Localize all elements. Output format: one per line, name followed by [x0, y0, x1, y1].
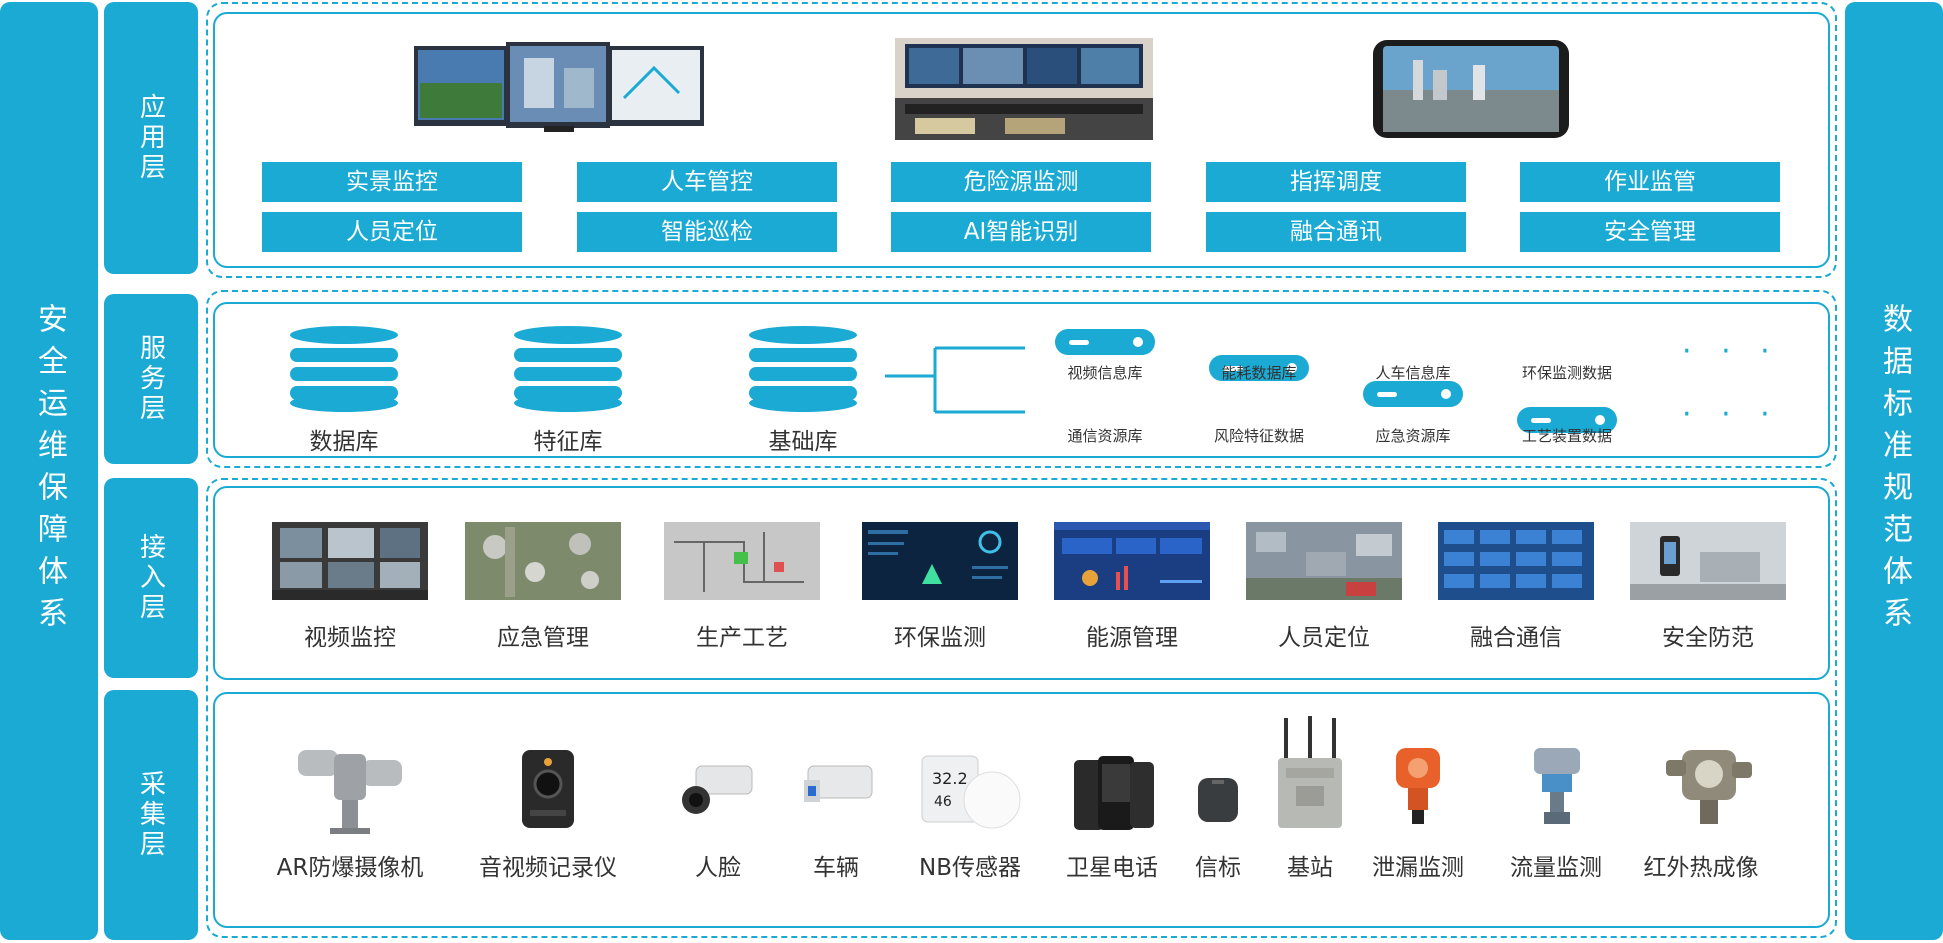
- tablet-image: [1373, 40, 1569, 138]
- feature-db-icon: [512, 325, 624, 413]
- base-station-icon: [1276, 716, 1344, 830]
- leak-detector-icon: [1390, 744, 1446, 826]
- access-security-protection-label: 安全防范: [1608, 618, 1808, 652]
- env-monitor-thumb: [862, 522, 1018, 600]
- access-personnel-location-label: 人员定位: [1224, 618, 1424, 652]
- video-surveillance-thumb: [272, 522, 428, 600]
- safety-ops-system-label: 安全运维保障体系: [27, 303, 71, 639]
- base-db-icon: [747, 325, 859, 413]
- body-recorder-icon: [520, 748, 576, 830]
- layer-tab-service-label: 服务层: [133, 334, 170, 424]
- vehicle-camera-icon: [798, 764, 876, 812]
- security-protection-thumb: [1630, 522, 1786, 600]
- env-monitor-data-label: 环保监测数据: [1492, 362, 1642, 383]
- base-db-label: 基础库: [703, 422, 903, 456]
- layer-tab-app-label: 应用层: [133, 93, 170, 183]
- access-energy-mgmt-label: 能源管理: [1032, 618, 1232, 652]
- ar-explosion-proof-camera-icon: [290, 744, 410, 836]
- data-standard-system-label: 数据标准规范体系: [1872, 303, 1916, 639]
- app-item-hazard-monitor[interactable]: 危险源监测: [891, 162, 1151, 202]
- multi-monitor-image: [414, 38, 704, 132]
- personnel-location-thumb: [1246, 522, 1402, 600]
- app-item-smart-inspection[interactable]: 智能巡检: [577, 212, 837, 252]
- video-info-db-label: 视频信息库: [1030, 362, 1180, 383]
- people-vehicle-db-toggle[interactable]: [1363, 381, 1463, 407]
- app-item-live-monitor[interactable]: 实景监控: [262, 162, 522, 202]
- connector-bracket: [885, 340, 1030, 416]
- more-dots-row2: · · ·: [1682, 397, 1780, 432]
- converged-comm-thumb: [1438, 522, 1594, 600]
- risk-feature-data-label: 风险特征数据: [1184, 425, 1334, 446]
- video-info-db-toggle[interactable]: [1055, 329, 1155, 355]
- app-item-safety-management[interactable]: 安全管理: [1520, 212, 1780, 252]
- layer-tab-access: 接入层: [104, 478, 198, 678]
- layer-tab-access-label: 接入层: [133, 533, 170, 623]
- layer-tab-collect-label: 采集层: [133, 770, 170, 860]
- app-item-command-dispatch[interactable]: 指挥调度: [1206, 162, 1466, 202]
- beacon-icon: [1194, 774, 1242, 826]
- access-emergency-mgmt-label: 应急管理: [443, 618, 643, 652]
- app-item-personnel-location[interactable]: 人员定位: [262, 212, 522, 252]
- energy-mgmt-thumb: [1054, 522, 1210, 600]
- data-standard-system-bar: 数据标准规范体系: [1845, 2, 1943, 940]
- people-vehicle-db-label: 人车信息库: [1338, 362, 1488, 383]
- app-item-work-supervision[interactable]: 作业监管: [1520, 162, 1780, 202]
- database-label: 数据库: [244, 422, 444, 456]
- app-item-ai-recognition[interactable]: AI智能识别: [891, 212, 1151, 252]
- layer-tab-service: 服务层: [104, 294, 198, 464]
- control-room-image: [895, 38, 1153, 140]
- emergency-mgmt-thumb: [465, 522, 621, 600]
- process-device-data-label: 工艺装置数据: [1492, 425, 1642, 446]
- layer-tab-collect: 采集层: [104, 690, 198, 940]
- safety-ops-system-bar: 安全运维保障体系: [0, 2, 98, 940]
- infrared-thermal-icon: [1662, 740, 1756, 826]
- collect-ar-camera-label: AR防爆摄像机: [250, 848, 450, 882]
- energy-db-label: 能耗数据库: [1184, 362, 1334, 383]
- production-process-thumb: [664, 522, 820, 600]
- feature-db-label: 特征库: [468, 422, 668, 456]
- access-converged-comm-label: 融合通信: [1416, 618, 1616, 652]
- database-icon: [288, 325, 400, 413]
- access-production-process-label: 生产工艺: [642, 618, 842, 652]
- nb-sensor-icon: 32.2 46: [920, 754, 1024, 830]
- nb-sensor-reading2: 46: [934, 794, 952, 810]
- emergency-resource-db-label: 应急资源库: [1338, 425, 1488, 446]
- collect-infrared-thermal-label: 红外热成像: [1601, 848, 1801, 882]
- access-env-monitor-label: 环保监测: [840, 618, 1040, 652]
- face-camera-icon: [680, 760, 756, 822]
- nb-sensor-reading: 32.2: [932, 769, 968, 788]
- layer-tab-app: 应用层: [104, 2, 198, 274]
- app-item-converged-comm[interactable]: 融合通讯: [1206, 212, 1466, 252]
- access-video-surveillance-label: 视频监控: [250, 618, 450, 652]
- app-item-people-vehicle-control[interactable]: 人车管控: [577, 162, 837, 202]
- more-dots-row1: · · ·: [1682, 334, 1780, 369]
- comm-resource-db-label: 通信资源库: [1030, 425, 1180, 446]
- satellite-phone-icon: [1070, 754, 1158, 832]
- flow-meter-icon: [1530, 744, 1584, 826]
